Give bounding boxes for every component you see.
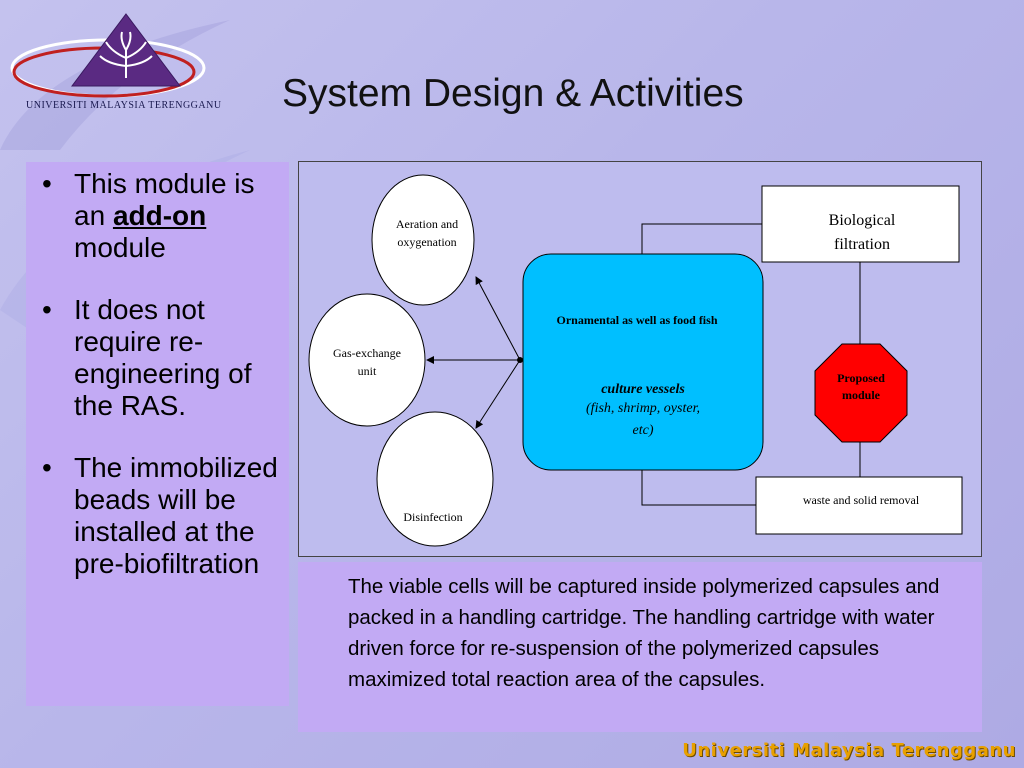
gas-exchange-label-1: Gas-exchange <box>333 346 401 360</box>
bullet-dot-icon: • <box>42 294 52 325</box>
arrow-origin-dot <box>517 357 523 363</box>
disinfection-node <box>376 411 494 547</box>
connector-lines <box>426 223 861 506</box>
arrow-to-disinfection <box>475 359 521 429</box>
disinfection-label: Disinfection <box>403 510 462 524</box>
system-diagram: Aeration and oxygenation Gas-exchange un… <box>298 161 982 557</box>
slide-title: System Design & Activities <box>282 72 744 115</box>
description-panel: The viable cells will be captured inside… <box>298 562 982 732</box>
bullet-item-3: • The immobilized beads will be installed… <box>34 452 281 580</box>
arrow-to-aeration <box>475 276 521 361</box>
bullet-list: • This module is an add-on module • It doe… <box>34 168 281 580</box>
footer-university-name: Universiti Malaysia Terengganu <box>682 740 1016 761</box>
bullets-panel: • This module is an add-on module • It doe… <box>26 162 289 706</box>
logo-text: UNIVERSITI MALAYSIA TERENGGANU <box>26 100 222 111</box>
proposed-module-node <box>814 343 908 443</box>
culture-vessel-node <box>522 253 764 471</box>
bullet-text: module <box>74 232 166 263</box>
center-detail-1: (fish, shrimp, oyster, <box>586 401 700 416</box>
waste-removal-node <box>755 476 963 535</box>
bullet-text: It does not require re-engineering of th… <box>74 294 252 421</box>
university-logo <box>10 13 206 98</box>
description-text: The viable cells will be captured inside… <box>348 575 940 691</box>
bullet-text: This module is an <box>74 168 255 231</box>
diagram-canvas: Aeration and oxygenation Gas-exchange un… <box>308 174 963 547</box>
gas-exchange-label-2: unit <box>358 364 377 378</box>
bullet-emphasis: add-on <box>112 200 207 231</box>
aeration-node <box>371 174 475 306</box>
waste-label: waste and solid removal <box>803 493 920 507</box>
aeration-label-2: oxygenation <box>397 235 456 249</box>
connector-center-waste <box>641 470 756 506</box>
proposed-label-1: Proposed <box>837 371 885 385</box>
gas-exchange-node <box>308 293 426 427</box>
bullet-item-1: • This module is an add-on module <box>34 168 281 264</box>
proposed-label-2: module <box>842 388 881 402</box>
biological-filtration-node <box>761 185 960 263</box>
bullet-dot-icon: • <box>42 452 52 483</box>
aeration-label-1: Aeration and <box>396 217 458 231</box>
bio-label-2: filtration <box>834 236 890 253</box>
center-subtitle: culture vessels <box>601 382 685 397</box>
bullet-item-2: • It does not require re-engineering of t… <box>34 294 281 422</box>
connector-center-bio <box>641 223 762 254</box>
center-title: Ornamental as well as food fish <box>556 313 717 327</box>
bio-label-1: Biological <box>829 212 896 229</box>
center-detail-2: etc) <box>633 423 654 438</box>
bullet-dot-icon: • <box>42 168 52 199</box>
bullet-text: The immobilized beads will be installed … <box>74 452 278 579</box>
